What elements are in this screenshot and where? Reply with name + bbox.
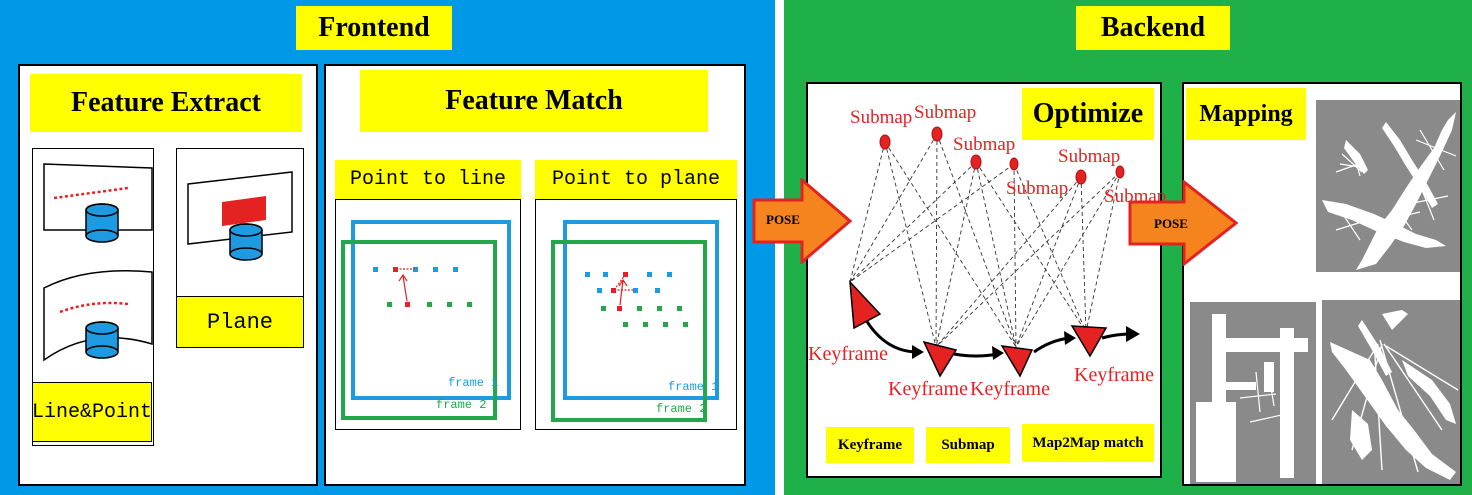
point-to-plane-label: Point to plane — [535, 160, 737, 200]
point-to-line-box — [335, 160, 521, 430]
pose-arrow-1-shape — [752, 178, 852, 264]
backend-title: Backend — [1076, 6, 1230, 50]
keyframe-label-2: Keyframe — [888, 378, 968, 400]
legend-map2map: Map2Map match — [1022, 424, 1154, 462]
keyframe-label-3: Keyframe — [970, 378, 1050, 400]
point-to-line-label: Point to line — [335, 160, 521, 200]
line-point-illustration — [43, 163, 153, 362]
frame2-label-line: frame 2 — [436, 398, 487, 412]
keyframe-label-4: Keyframe — [1074, 364, 1154, 386]
legend-submap: Submap — [926, 427, 1010, 463]
legend-keyframe: Keyframe — [826, 427, 914, 463]
feature-match-title: Feature Match — [360, 70, 708, 132]
submap-label-5: Submap — [1058, 146, 1121, 167]
submap-label-4: Submap — [1006, 178, 1069, 199]
optimize-box — [806, 82, 1162, 478]
frontend-title: Frontend — [296, 6, 452, 50]
pose-graph — [849, 126, 1140, 378]
frame1-label-plane: frame 1 — [668, 380, 719, 394]
mapping-title: Mapping — [1186, 88, 1306, 140]
line-point-label: Line&Point — [32, 382, 152, 442]
pose-arrow-1-label: POSE — [766, 212, 800, 227]
map-image-2 — [1190, 302, 1316, 484]
point-to-line-illustration — [341, 220, 511, 420]
plane-illustration — [187, 171, 293, 261]
frame1-label-line: frame 1 — [448, 376, 499, 390]
submap-label-1: Submap — [850, 107, 913, 128]
map-image-1 — [1316, 100, 1460, 272]
submap-label-2: Submap — [914, 102, 977, 123]
frame2-label-plane: frame 2 — [656, 402, 707, 416]
plane-label: Plane — [176, 296, 304, 348]
feature-extract-title: Feature Extract — [30, 74, 302, 132]
pose-arrow-2-label: POSE — [1154, 216, 1188, 231]
map-image-3 — [1322, 300, 1460, 484]
keyframe-label-1: Keyframe — [808, 343, 888, 365]
submap-label-3: Submap — [953, 134, 1016, 155]
point-to-plane-illustration — [551, 220, 719, 422]
pose-arrow-2-shape — [1128, 180, 1238, 266]
optimize-title: Optimize — [1022, 88, 1154, 140]
